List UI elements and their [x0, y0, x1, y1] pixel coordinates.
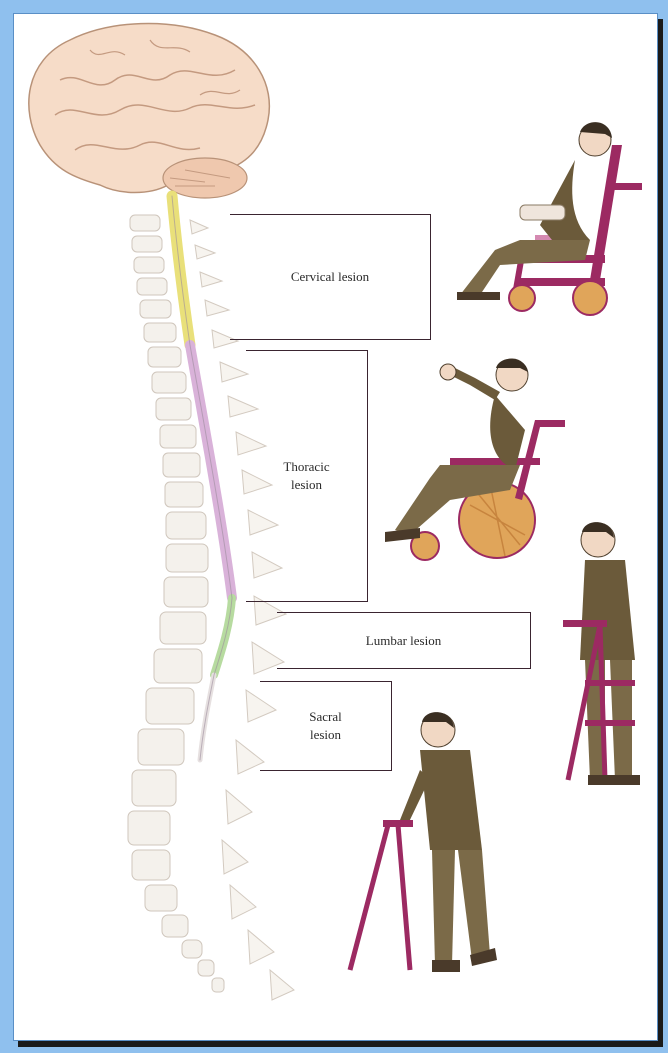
sacral-lesion-text: Sacral lesion	[309, 708, 341, 743]
brain-drawing	[29, 24, 270, 198]
lumbar-lesion-text: Lumbar lesion	[366, 632, 441, 650]
lumbar-lesion-figure	[563, 522, 640, 785]
lumbar-segment	[214, 598, 232, 675]
cervical-lesion-text: Cervical lesion	[291, 268, 369, 286]
thoracic-lesion-text: Thoracic lesion	[283, 458, 329, 493]
vertebral-column	[128, 215, 224, 992]
cervical-lesion-figure	[457, 122, 642, 315]
lumbar-lesion-label: Lumbar lesion	[277, 612, 531, 669]
thoracic-lesion-label: Thoracic lesion	[246, 350, 368, 602]
thoracic-lesion-figure	[385, 359, 565, 560]
cervical-lesion-label: Cervical lesion	[230, 214, 431, 340]
sacral-lesion-label: Sacral lesion	[260, 681, 392, 771]
